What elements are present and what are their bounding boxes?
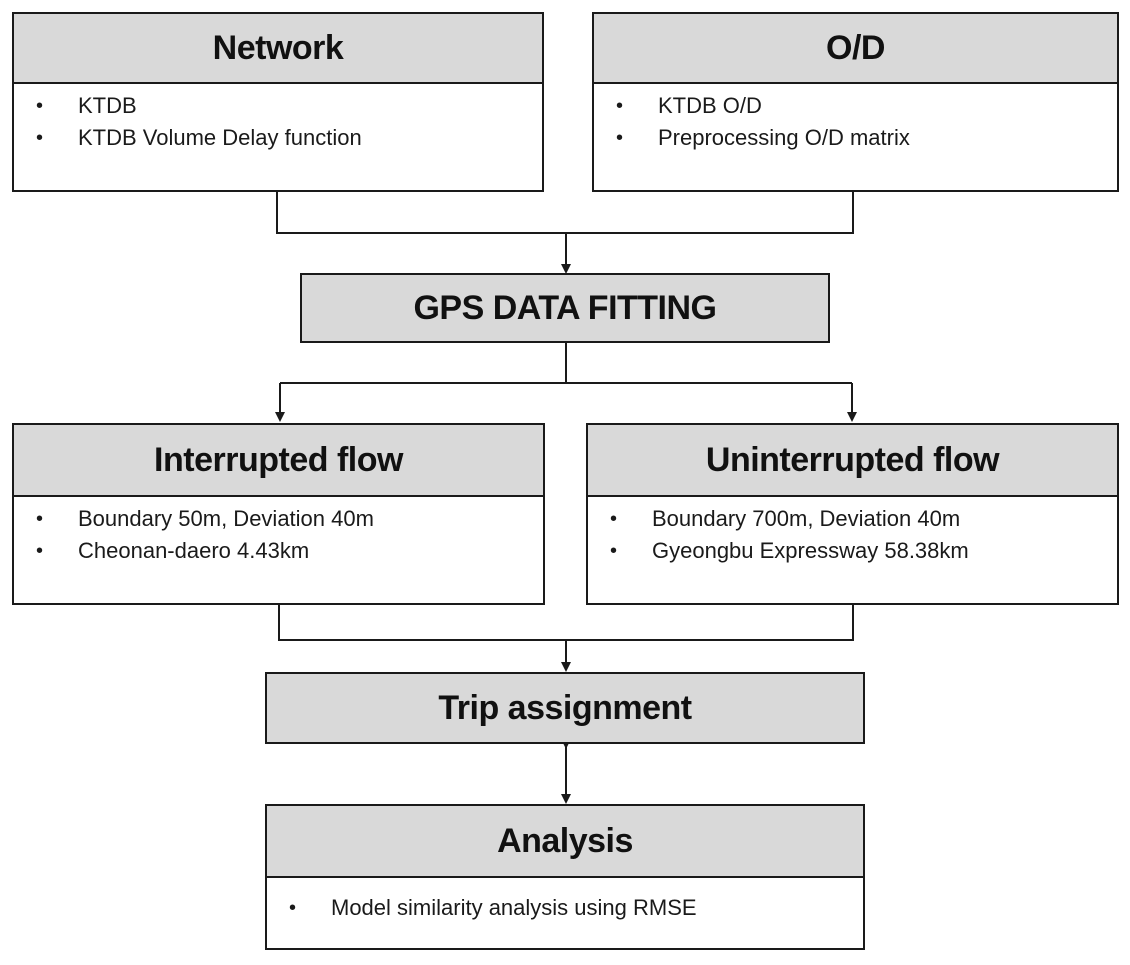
uninterrupted-flow-title: Uninterrupted flow [588,425,1117,497]
uninterrupted-flow-box: Uninterrupted flow Boundary 700m, Deviat… [586,423,1119,605]
analysis-box: Analysis Model similarity analysis using… [265,804,865,950]
split-connector [280,343,852,384]
list-item: Boundary 700m, Deviation 40m [588,503,1117,535]
merge-bottom-connector [278,605,854,641]
od-title: O/D [594,14,1117,84]
network-body: KTDB KTDB Volume Delay function [14,84,542,154]
interrupted-flow-list: Boundary 50m, Deviation 40m Cheonan-daer… [14,503,543,567]
od-body: KTDB O/D Preprocessing O/D matrix [594,84,1117,154]
list-item: KTDB O/D [594,90,1117,122]
uninterrupted-flow-body: Boundary 700m, Deviation 40m Gyeongbu Ex… [588,497,1117,567]
list-item: KTDB [14,90,542,122]
interrupted-flow-body: Boundary 50m, Deviation 40m Cheonan-daer… [14,497,543,567]
gps-data-fitting-box: GPS DATA FITTING [300,273,830,343]
list-item: Preprocessing O/D matrix [594,122,1117,154]
interrupted-flow-title: Interrupted flow [14,425,543,497]
interrupted-flow-box: Interrupted flow Boundary 50m, Deviation… [12,423,545,605]
network-box: Network KTDB KTDB Volume Delay function [12,12,544,192]
merge-top-connector [276,192,854,234]
network-list: KTDB KTDB Volume Delay function [14,90,542,154]
list-item: Model similarity analysis using RMSE [267,892,863,924]
analysis-title: Analysis [267,806,863,878]
list-item: KTDB Volume Delay function [14,122,542,154]
analysis-body: Model similarity analysis using RMSE [267,878,863,924]
list-item: Boundary 50m, Deviation 40m [14,503,543,535]
od-list: KTDB O/D Preprocessing O/D matrix [594,90,1117,154]
trip-assignment-box: Trip assignment [265,672,865,744]
analysis-list: Model similarity analysis using RMSE [267,892,863,924]
list-item: Gyeongbu Expressway 58.38km [588,535,1117,567]
uninterrupted-flow-list: Boundary 700m, Deviation 40m Gyeongbu Ex… [588,503,1117,567]
network-title: Network [14,14,542,84]
od-box: O/D KTDB O/D Preprocessing O/D matrix [592,12,1119,192]
list-item: Cheonan-daero 4.43km [14,535,543,567]
